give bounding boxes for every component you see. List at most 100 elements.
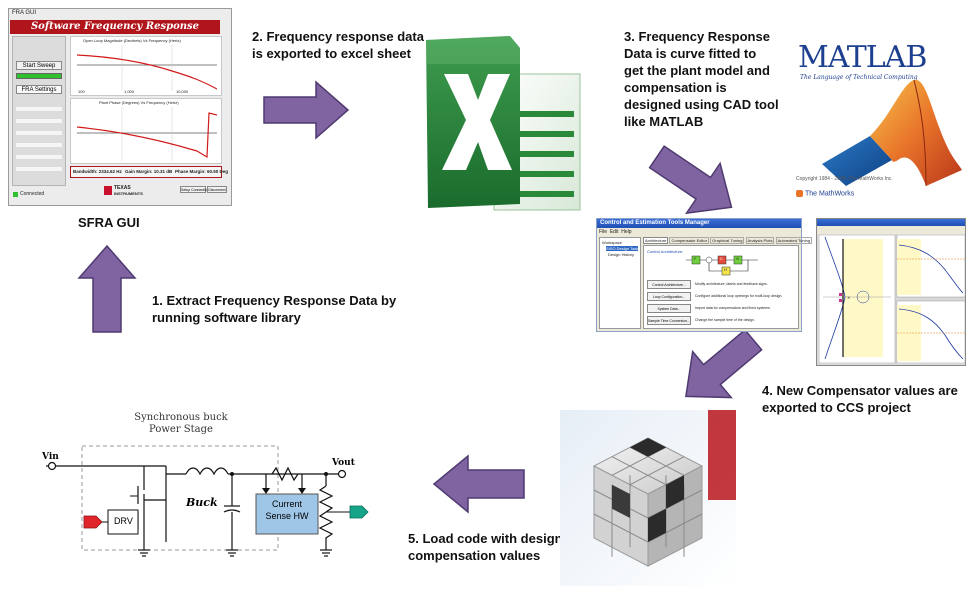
sample-time-desc: Change the sample time of the design. (695, 318, 755, 322)
tools-tree-panel: Workspace SISO Design Task Design Histor… (599, 237, 641, 329)
tree-item-design-history[interactable]: Design History (608, 252, 635, 257)
current-sense-line-2: Sense HW (265, 511, 309, 521)
tree-item-workspace[interactable]: Workspace (602, 240, 622, 245)
sfra-setup-connection-button[interactable]: Setup Connection (180, 186, 209, 193)
tools-title: Control and Estimation Tools Manager (600, 220, 710, 226)
tools-row-1: Control Architecture... Modify architect… (647, 280, 797, 290)
svg-text:×: × (847, 295, 850, 300)
sfra-caption: SFRA GUI (78, 215, 140, 230)
sfra-disconnect-button[interactable]: Disconnect (207, 186, 227, 193)
sfra-bandwidth: Bandwidth: 2334.62 Hz (73, 169, 122, 174)
tools-section-label: Control Architecture: (647, 249, 684, 254)
sfra-phase-curve (77, 107, 217, 161)
circuit-title: Synchronous buck Power Stage (116, 412, 246, 436)
tools-manager-window: Control and Estimation Tools Manager Fil… (596, 218, 813, 332)
block-g-label: G (736, 256, 740, 261)
block-c-label: C (720, 256, 723, 261)
control-architecture-button[interactable]: Control Architecture... (647, 280, 691, 289)
ti-chip-icon (104, 186, 112, 195)
block-h-label: H (724, 267, 727, 272)
control-architecture-diagram (686, 255, 758, 276)
arrow-right-step-2 (263, 80, 350, 140)
arrow-down-left-step-4 (685, 328, 763, 399)
ccs-cube-logo (560, 410, 736, 586)
step-3-line-2: Data is curve fitted to (624, 46, 757, 61)
buck-label: Buck (186, 496, 218, 509)
sfra-mag-curve (77, 45, 217, 91)
tree-item-siso-task[interactable]: SISO Design Task (606, 246, 639, 251)
tools-row-2: Loop Configuration... Configure addition… (647, 292, 797, 302)
tools-row-4: Sample Time Conversion... Change the sam… (647, 316, 797, 326)
tools-title-bar: Control and Estimation Tools Manager (597, 219, 801, 228)
step-4-line-1: 4. New Compensator values are (762, 383, 958, 398)
tab-graphical-tuning[interactable]: Graphical Tuning (710, 237, 745, 244)
siso-title-bar (817, 219, 965, 226)
menu-help[interactable]: Help (621, 229, 632, 235)
ti-logo: TEXAS INSTRUMENTS (104, 184, 143, 200)
sfra-phase-plot-title: Plant Phase (Degrees) Vs Frequency (Hert… (99, 100, 179, 105)
tools-content-panel: Control Architecture: F C G H Control Ar… (643, 245, 799, 329)
tools-tab-strip: Architecture Compensator Editor Graphica… (643, 237, 813, 244)
tools-row-3: System Data... Import data for compensat… (647, 304, 797, 314)
buck-schematic (46, 445, 369, 557)
vout-label: Vout (332, 458, 355, 468)
system-data-button[interactable]: System Data... (647, 304, 691, 313)
arrow-left-step-5 (432, 454, 525, 514)
step-1-text: 1. Extract Frequency Response Data by ru… (152, 292, 412, 326)
siso-design-tool-window: × (816, 218, 966, 366)
ti-logo-line-2: INSTRUMENTS (114, 191, 143, 196)
menu-file[interactable]: File (599, 229, 608, 235)
tab-analysis-plots[interactable]: Analysis Plots (745, 237, 775, 244)
step-3-line-6: like MATLAB (624, 114, 704, 129)
matlab-tagline: The Language of Technical Computing (800, 74, 918, 81)
menu-edit[interactable]: Edit (609, 229, 619, 235)
matlab-copyright: Copyright 1984 - 2008, The MathWorks Inc… (796, 176, 893, 182)
step-2-line-2: is exported to excel sheet (252, 46, 411, 61)
arrow-up-step-1 (77, 244, 137, 333)
tools-menu-bar: File Edit Help (599, 229, 632, 235)
excel-logo (424, 34, 584, 212)
step-4-line-2: exported to CCS project (762, 400, 911, 415)
sfra-gain-margin: Gain Margin: 10.31 dB (125, 169, 173, 174)
circuit-title-line-1: Synchronous buck (134, 412, 228, 423)
system-data-desc: Import data for compensators and fixed s… (695, 306, 771, 310)
sfra-x-tick-2: 1,000 (124, 89, 135, 94)
step-4-text: 4. New Compensator values are exported t… (762, 382, 972, 416)
step-3-line-1: 3. Frequency Response (624, 29, 770, 44)
sfra-phase-margin: Phase Margin: 60.50 Deg (175, 169, 229, 174)
matlab-vendor: The MathWorks (796, 190, 854, 197)
step-2-text: 2. Frequency response data is exported t… (252, 28, 442, 62)
sfra-window-title: FRA GUI (12, 10, 37, 16)
tab-architecture[interactable]: Architecture (643, 237, 669, 244)
circuit-title-line-2: Power Stage (149, 424, 213, 435)
matlab-logo-text: MATLAB (798, 40, 927, 75)
tab-compensator-editor[interactable]: Compensator Editor (669, 237, 710, 244)
sfra-start-sweep-button[interactable]: Start Sweep (16, 61, 62, 70)
sfra-settings-fields (16, 99, 62, 179)
sfra-x-tick-1: 100 (78, 89, 85, 94)
step-1-line-2: running software library (152, 310, 301, 325)
sfra-mag-plot-title: Open Loop Magnitude (Decibels) Vs Freque… (83, 38, 181, 43)
step-3-line-5: designed using CAD tool (624, 97, 779, 112)
control-architecture-desc: Modify architecture, labels and feedback… (695, 282, 768, 286)
tab-automated-tuning[interactable]: Automated Tuning (775, 237, 813, 244)
mathworks-icon (796, 190, 803, 197)
sfra-settings-header: FRA Settings (16, 85, 62, 94)
sample-time-button[interactable]: Sample Time Conversion... (647, 316, 691, 325)
matlab-splash: MATLAB The Language of Technical Computi… (792, 34, 962, 206)
block-f-label: F (694, 256, 697, 261)
loop-configuration-button[interactable]: Loop Configuration... (647, 292, 691, 301)
buck-circuit-diagram: Synchronous buck Power Stage Vin Vout DR… (36, 412, 386, 562)
step-3-text: 3. Frequency Response Data is curve fitt… (624, 28, 792, 130)
matlab-vendor-name: The MathWorks (805, 190, 855, 198)
siso-toolbar (817, 226, 965, 234)
sfra-status-light (13, 192, 18, 197)
step-5-text: 5. Load code with designed compensation … (408, 530, 608, 564)
current-sense-line-1: Current (271, 499, 302, 509)
siso-plots: × (819, 235, 965, 363)
matlab-membrane-icon (822, 79, 962, 187)
sfra-connected-status: Connected (20, 191, 45, 197)
step-2-line-1: 2. Frequency response data (252, 29, 424, 44)
ccs-cube-icon (560, 410, 736, 586)
